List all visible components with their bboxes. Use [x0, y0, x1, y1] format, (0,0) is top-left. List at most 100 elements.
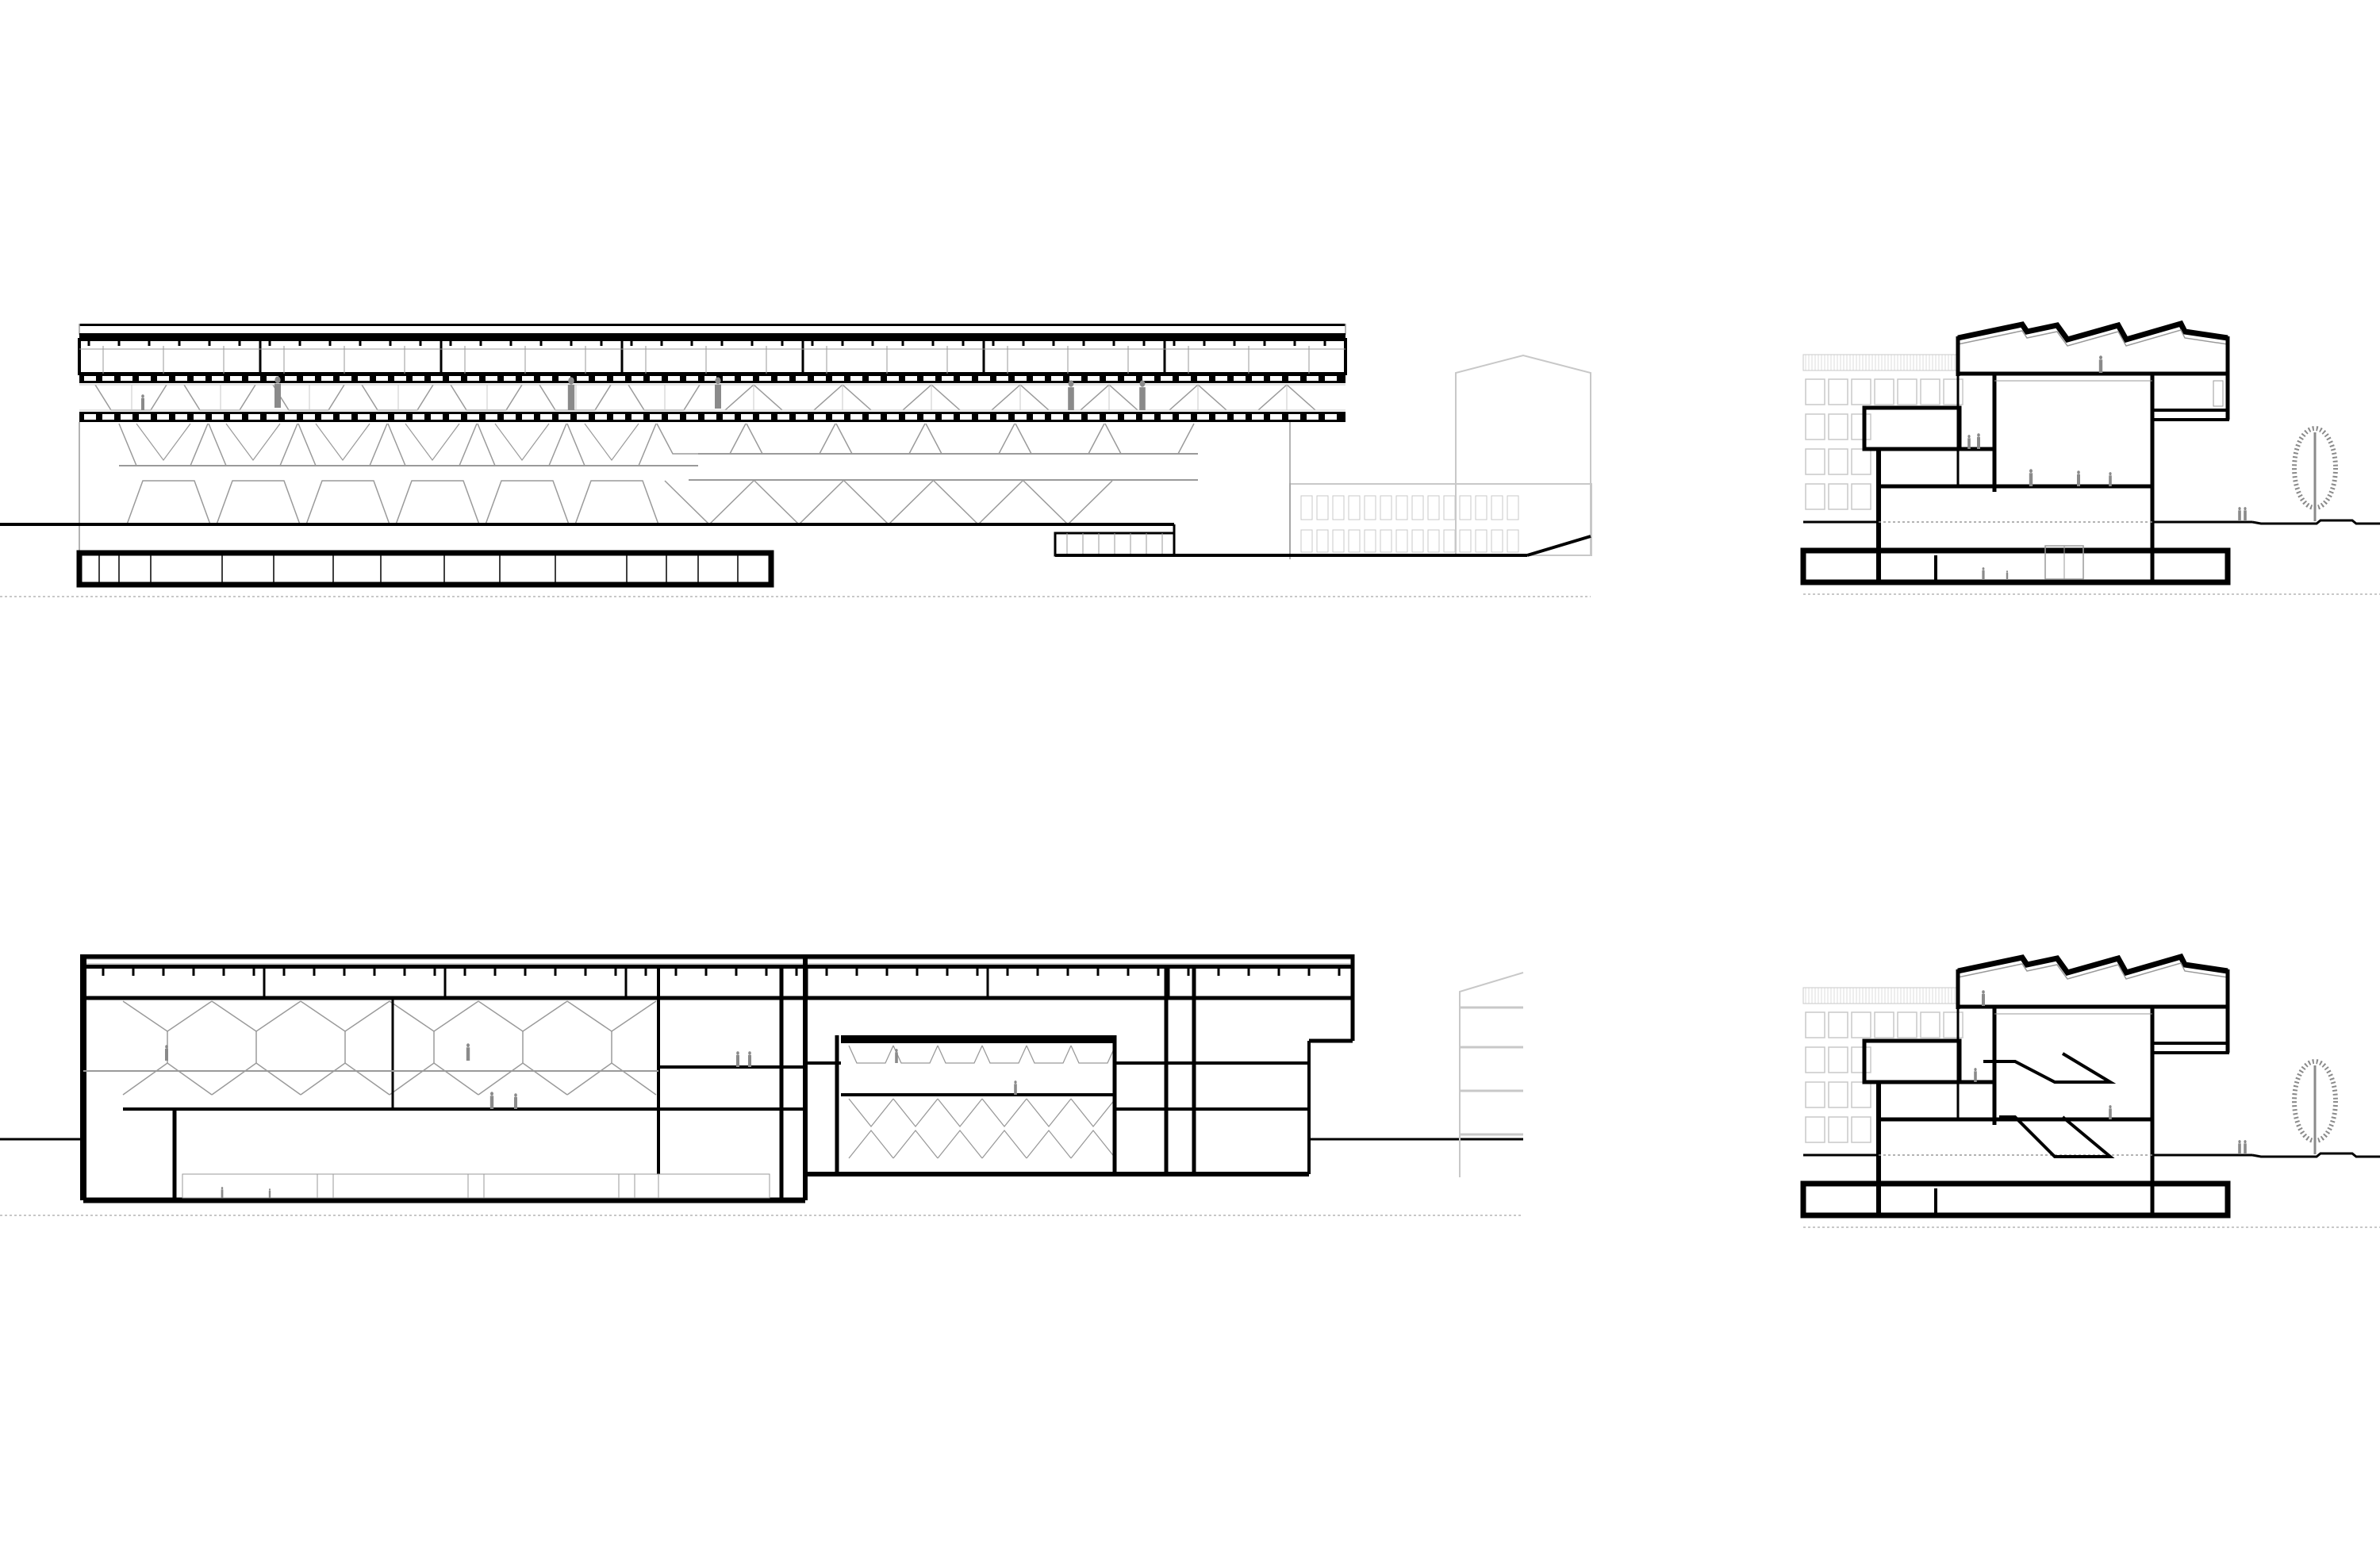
truss-member [892, 1129, 939, 1159]
ground-line [2251, 519, 2380, 525]
slab-opening [559, 414, 570, 420]
truss-member [656, 423, 747, 455]
slab-opening [413, 376, 424, 381]
slab-opening [1270, 414, 1282, 420]
person-figure [221, 1187, 224, 1190]
truss-member [981, 1045, 1027, 1064]
slab-opening [1142, 414, 1154, 420]
slab-opening [84, 376, 96, 381]
slab-opening [887, 414, 899, 420]
slab-opening [1307, 376, 1319, 381]
stair-flight [1999, 1115, 2115, 1158]
slab-opening [960, 414, 972, 420]
person-figure [1982, 570, 1985, 580]
truss-member [981, 1098, 1027, 1128]
roof-layer [83, 958, 1353, 965]
truss-member [892, 1098, 939, 1128]
truss-member [925, 423, 1015, 455]
neighbour-window [1828, 413, 1848, 440]
neighbour-window [1851, 413, 1871, 440]
slab-opening [1051, 376, 1063, 381]
truss-member [848, 1129, 894, 1159]
neighbour-window [1851, 1011, 1871, 1038]
bleacher-block [483, 1173, 620, 1199]
slab-opening [1033, 376, 1045, 381]
longitudinal-section-bottom [0, 954, 1524, 1216]
stair [2213, 380, 2224, 407]
neighbour-window [1897, 378, 1917, 405]
neighbour-window [1874, 1011, 1894, 1038]
truss-member [389, 1062, 479, 1096]
truss-member [225, 423, 281, 462]
neighbour-window [1828, 378, 1848, 405]
truss-member [584, 423, 639, 462]
context-window [1475, 529, 1488, 553]
tree-crown [2292, 1059, 2338, 1143]
slab-opening [139, 414, 151, 420]
truss-member [892, 1045, 939, 1064]
truss-member [937, 1098, 983, 1128]
slab-opening [741, 376, 753, 381]
person-figure [268, 1188, 271, 1191]
person-figure [1974, 1071, 1977, 1082]
truss-member [1070, 1098, 1116, 1128]
person-figure [2099, 355, 2102, 360]
slab-opening [887, 376, 899, 381]
truss-member [126, 480, 211, 525]
slab-opening [1106, 376, 1118, 381]
slab-opening [978, 414, 990, 420]
person-figure [2109, 1105, 2112, 1109]
slab-opening [1234, 414, 1246, 420]
slab-opening [832, 414, 844, 420]
person-figure [1068, 380, 1074, 387]
slab-opening [248, 376, 260, 381]
slab-opening [267, 376, 278, 381]
truss-member [305, 480, 390, 525]
slab-opening [413, 414, 424, 420]
slab-opening [850, 376, 862, 381]
context-window [1507, 529, 1519, 553]
person-figure [2006, 570, 2009, 573]
context-window [1395, 529, 1408, 553]
slab-opening [595, 414, 607, 420]
slab-opening [1069, 414, 1081, 420]
truss-member [1104, 423, 1195, 455]
slab-opening [559, 376, 570, 381]
person-figure [2029, 473, 2033, 486]
slab-opening [631, 376, 643, 381]
person-figure [895, 1052, 898, 1063]
longitudinal-elevation-top [0, 324, 1592, 597]
slab-opening [1179, 414, 1191, 420]
slab-opening [431, 414, 443, 420]
slab-opening [449, 376, 461, 381]
neighbour-roof [1802, 354, 1959, 371]
slab-opening [175, 376, 187, 381]
person-figure [2006, 572, 2009, 580]
slab-opening [486, 376, 497, 381]
truss-member [848, 1045, 894, 1064]
person-figure [748, 1054, 751, 1067]
truss-member [1026, 1045, 1072, 1064]
slab-opening [686, 414, 698, 420]
context-window [1491, 495, 1503, 520]
person-figure [1014, 1084, 1017, 1095]
context-window [1332, 529, 1345, 553]
context-window [1332, 495, 1345, 520]
person-figure [895, 1049, 898, 1053]
person-figure [1139, 380, 1146, 387]
context-window [1348, 529, 1361, 553]
slab-opening [759, 414, 771, 420]
person-figure [736, 1054, 739, 1067]
person-figure [1982, 993, 1985, 1006]
roof-slab [83, 965, 1353, 969]
slab-opening [358, 414, 370, 420]
slab-opening [777, 414, 789, 420]
truss-member [566, 1000, 657, 1032]
neighbour-roof [1802, 987, 1959, 1004]
context-window [1507, 495, 1519, 520]
slab-opening [613, 376, 625, 381]
context-building [1459, 972, 1524, 1177]
neighbour-window [1828, 1011, 1848, 1038]
slab-opening [631, 414, 643, 420]
